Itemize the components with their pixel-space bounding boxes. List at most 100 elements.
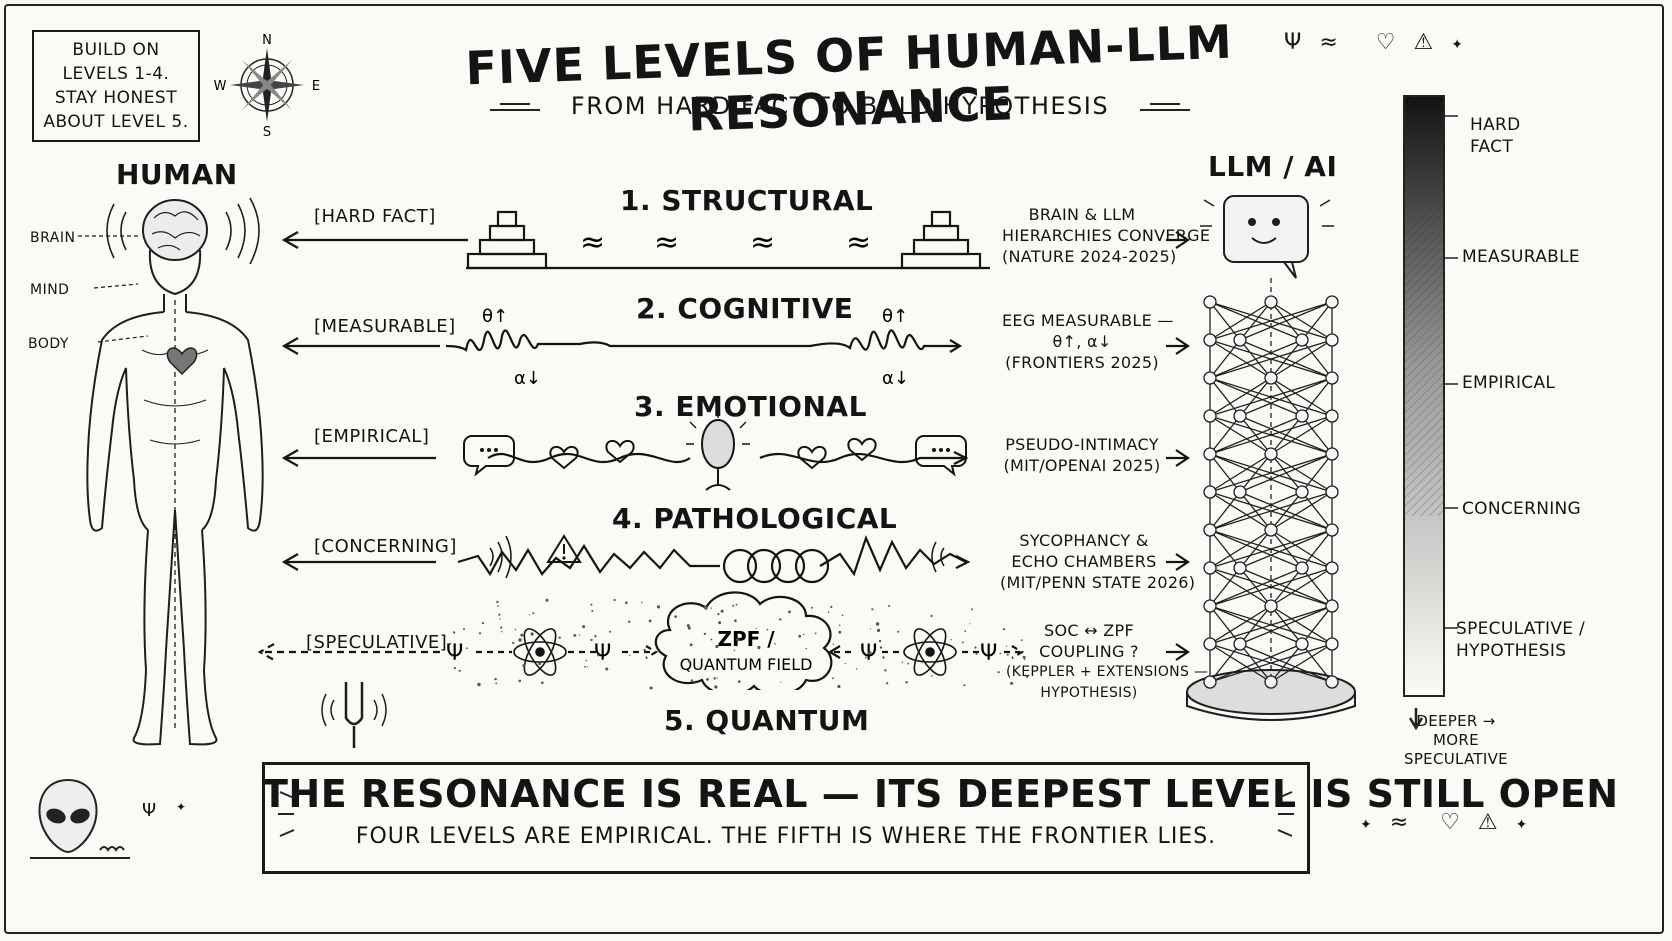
note-line: STAY HONEST — [54, 88, 178, 108]
network-edge — [1209, 567, 1272, 607]
speckle — [844, 663, 846, 665]
desc-line: (MIT/OPENAI 2025) — [1003, 456, 1161, 475]
speckle — [735, 603, 738, 606]
network-edge — [1239, 605, 1333, 645]
network-edge — [1270, 567, 1333, 607]
note-box: BUILD ON LEVELS 1-4. STAY HONEST ABOUT L… — [32, 30, 200, 142]
speckle — [779, 618, 782, 621]
speckle — [766, 628, 769, 631]
speckle — [532, 612, 535, 615]
speckle — [830, 605, 833, 608]
network-edge — [1239, 301, 1272, 341]
speckle — [594, 635, 597, 638]
speckle — [452, 631, 456, 634]
level-5-desc: SOC ↔ ZPF COUPLING ? (KEPPLER + EXTENSIO… — [1006, 620, 1208, 704]
speckle — [609, 630, 612, 633]
speckle — [541, 681, 544, 685]
network-edge — [1270, 605, 1333, 645]
network-edge — [1209, 301, 1272, 341]
network-edge — [1209, 301, 1333, 341]
theta-label-right: θ↑ — [882, 306, 908, 327]
network-edge — [1301, 453, 1333, 493]
speckle — [1025, 675, 1029, 678]
network-node — [1295, 409, 1309, 423]
human-figure — [78, 197, 264, 746]
speckle — [961, 641, 964, 644]
speckle — [498, 613, 501, 616]
speckle — [590, 638, 593, 642]
network-edge — [1209, 377, 1272, 417]
network-edge — [1209, 339, 1272, 379]
echo-rings-icon — [722, 548, 830, 584]
speckle — [971, 608, 974, 611]
heart-icon — [847, 437, 877, 462]
speckle — [757, 645, 761, 650]
network-edge — [1239, 605, 1272, 645]
speckle — [1023, 658, 1026, 661]
network-edge — [1209, 453, 1241, 493]
approx-sign: ≈ — [580, 225, 605, 260]
network-node — [1203, 675, 1217, 689]
network-node — [1325, 295, 1339, 309]
network-node — [1203, 295, 1217, 309]
speckle — [884, 669, 887, 672]
desc-line: SOC ↔ ZPF — [1043, 621, 1134, 640]
speckle — [573, 634, 577, 637]
approx-icon: ≈ — [1319, 30, 1356, 55]
speckle — [720, 609, 724, 613]
network-node — [1325, 561, 1339, 575]
body-label: BODY — [28, 336, 69, 352]
network-edge — [1209, 491, 1272, 531]
desc-line: HIERARCHIES CONVERGE — [1002, 226, 1211, 245]
speckle — [964, 630, 967, 632]
speckle — [499, 618, 501, 620]
speckle — [686, 624, 690, 628]
speckle — [641, 601, 643, 604]
speckle — [715, 644, 719, 649]
speckle — [613, 598, 616, 602]
speckle — [501, 631, 503, 633]
mirror-icon — [686, 412, 750, 491]
level-5-title: 5. QUANTUM — [664, 704, 870, 737]
speckle — [656, 605, 661, 609]
network-edge — [1209, 301, 1241, 341]
speckle — [755, 627, 757, 629]
network-edge — [1301, 643, 1333, 683]
network-node — [1325, 409, 1339, 423]
alpha-label-left: α↓ — [514, 368, 541, 389]
speckle — [838, 624, 841, 627]
network-edge — [1270, 377, 1333, 417]
speckle — [449, 642, 452, 645]
network-edge — [1209, 339, 1303, 379]
desc-line: PSEUDO-INTIMACY — [1005, 435, 1159, 454]
network-edge — [1301, 491, 1333, 531]
resonance-diagram: ≈ ≈ ≈ ≈ θ↑ α↓ θ↑ α↓ Ψ Ψ Ψ Ψ ZPF / QUANTU… — [257, 210, 1190, 690]
speckle — [774, 643, 776, 645]
scale-label-empirical: EMPIRICAL — [1462, 373, 1556, 393]
compass-rose-icon: N S E W — [214, 33, 321, 140]
speckle — [876, 628, 881, 632]
speculation-scale — [1403, 95, 1458, 731]
compass-s: S — [263, 125, 271, 140]
network-node — [1203, 599, 1217, 613]
sparkle-icon: ✦ — [1451, 37, 1481, 53]
level-1-desc: BRAIN & LLM HIERARCHIES CONVERGE (NATURE… — [1002, 204, 1211, 267]
scale-text: SPECULATIVE / — [1456, 619, 1586, 639]
level-2-desc: EEG MEASURABLE — θ↑, α↓ (FRONTIERS 2025) — [1002, 310, 1173, 373]
speckle — [518, 638, 522, 642]
conclusion-box-marks — [278, 791, 1294, 837]
zpf-label: ZPF / — [717, 627, 775, 651]
network-node — [1264, 295, 1278, 309]
network-edge — [1209, 567, 1303, 607]
speckle — [687, 660, 691, 663]
approx-icon: ≈ — [1389, 810, 1427, 835]
sparkle-doodle-bottom: ✦ — [176, 800, 187, 814]
network-node — [1203, 561, 1217, 575]
speckle — [558, 636, 561, 639]
level-3-desc: PSEUDO-INTIMACY (MIT/OPENAI 2025) — [1002, 434, 1162, 476]
network-node — [1233, 561, 1247, 575]
network-edge — [1209, 377, 1241, 417]
network-node — [1233, 485, 1247, 499]
speckle — [868, 651, 872, 655]
speckle — [716, 677, 718, 679]
